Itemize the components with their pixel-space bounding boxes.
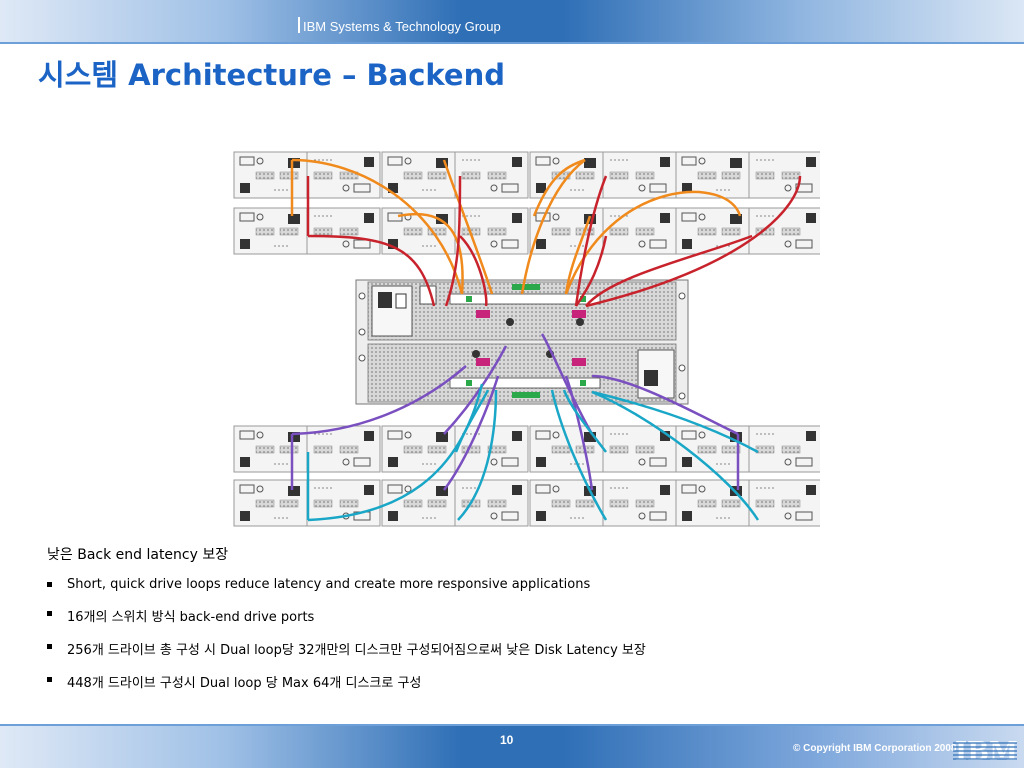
- list-item-text: 448개 드라이브 구성시 Dual loop 당 Max 64개 디스크로 구…: [67, 676, 422, 691]
- list-item-text: 256개 드라이브 총 구성 시 Dual loop당 32개만의 디스크만 구…: [67, 643, 646, 658]
- list-item: 448개 드라이브 구성시 Dual loop 당 Max 64개 디스크로 구…: [47, 672, 947, 691]
- notes-bullet-list: Short, quick drive loops reduce latency …: [47, 577, 947, 691]
- cable-purple: [290, 333, 740, 491]
- ibm-logo: IBM: [953, 737, 1017, 764]
- copyright-notice: © Copyright IBM Corporation 2008: [793, 743, 957, 754]
- list-item-text: Short, quick drive loops reduce latency …: [67, 577, 591, 592]
- cable-orange: [290, 158, 742, 295]
- footer-band: [0, 726, 1024, 768]
- header-divider: [0, 42, 1024, 44]
- backend-architecture-diagram: [233, 151, 820, 527]
- cable-cyan: [306, 383, 760, 522]
- footer-divider: [0, 724, 1024, 726]
- list-item-text: 16개의 스위치 방식 back-end drive ports: [67, 610, 315, 625]
- header-marker: [298, 17, 300, 33]
- drive-enclosure: [381, 479, 529, 527]
- header-group-label: IBM Systems & Technology Group: [303, 19, 501, 34]
- list-item: Short, quick drive loops reduce latency …: [47, 577, 947, 592]
- drive-enclosure: [675, 425, 820, 473]
- drive-enclosure: [675, 479, 820, 527]
- cable-red: [306, 175, 802, 308]
- bullet-icon: [47, 644, 52, 649]
- drive-enclosure: [529, 151, 677, 199]
- controller-chassis: [355, 279, 689, 405]
- list-item: 256개 드라이브 총 구성 시 Dual loop당 32개만의 디스크만 구…: [47, 639, 947, 658]
- page-number: 10: [500, 733, 514, 747]
- slide-title: 시스템 Architecture – Backend: [38, 58, 505, 92]
- bullet-icon: [47, 582, 52, 587]
- bullet-icon: [47, 611, 52, 616]
- drive-enclosure: [529, 479, 677, 527]
- bullet-icon: [47, 677, 52, 682]
- notes-lead: 낮은 Back end latency 보장: [47, 547, 229, 563]
- list-item: 16개의 스위치 방식 back-end drive ports: [47, 606, 947, 625]
- slide-notes: 낮은 Back end latency 보장 Short, quick driv…: [47, 544, 947, 705]
- header-band: [0, 0, 1024, 42]
- drive-enclosure: [675, 207, 820, 255]
